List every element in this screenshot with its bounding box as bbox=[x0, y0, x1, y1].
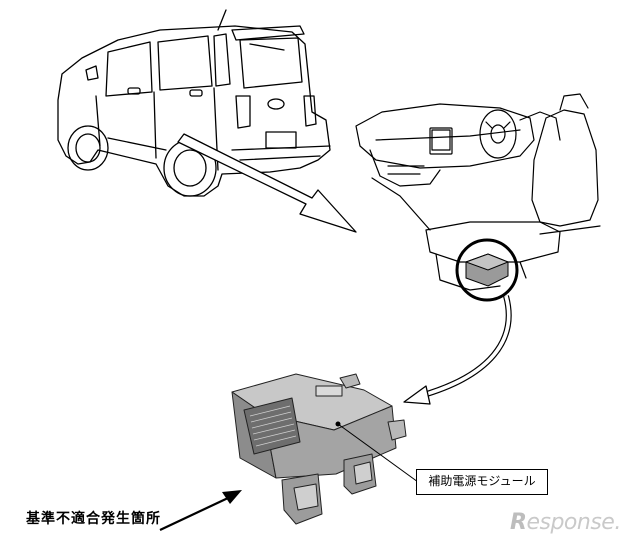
watermark-text: esponse. bbox=[526, 510, 621, 535]
leader-dot bbox=[335, 421, 341, 427]
arrow-car-to-seat bbox=[177, 133, 357, 233]
car-illustration bbox=[57, 9, 331, 197]
interior-illustration bbox=[355, 93, 601, 291]
module-label: 補助電源モジュール bbox=[416, 469, 548, 495]
highlight-circle bbox=[455, 238, 519, 302]
arrow-circle-to-module bbox=[403, 295, 512, 405]
module-under-seat bbox=[464, 253, 510, 287]
defect-location-caption: 基準不適合発生箇所 bbox=[26, 511, 161, 527]
response-watermark: Response. bbox=[510, 510, 621, 535]
caption-arrow bbox=[159, 490, 242, 531]
watermark-initial: R bbox=[510, 510, 527, 535]
auxiliary-power-module bbox=[231, 373, 407, 525]
module-leader-line bbox=[337, 423, 419, 483]
